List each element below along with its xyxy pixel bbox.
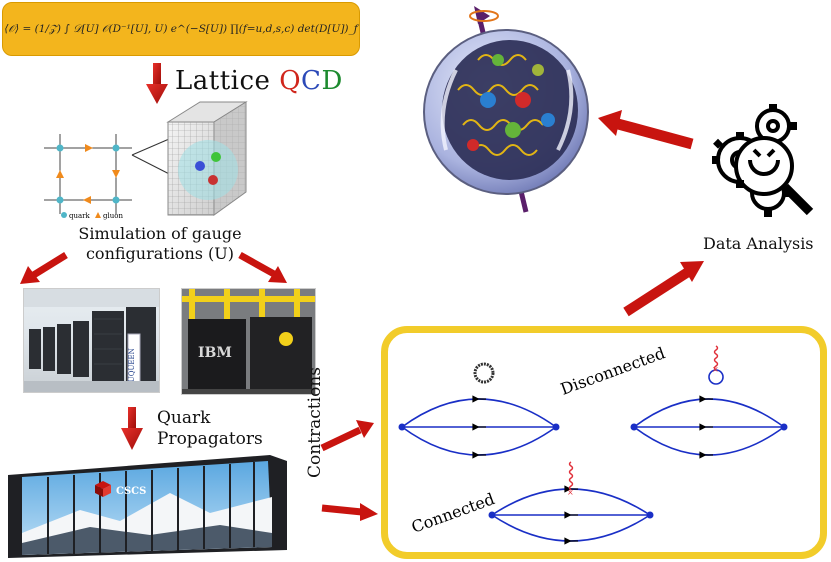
spin-rotation-icon — [469, 10, 499, 22]
arrow-to-connected — [321, 503, 378, 521]
arrow-to-propagators — [121, 407, 143, 450]
title-q: Q — [279, 66, 302, 96]
svg-text:×: × — [712, 365, 719, 374]
lattice-cube — [166, 101, 248, 216]
title-c: C — [301, 66, 322, 96]
contractions-label: Contractions — [305, 367, 325, 478]
simulation-caption-line2: configurations (U) — [85, 244, 235, 263]
title-lattice: Lattice — [175, 66, 280, 96]
lattice-illustration: quark gluon — [44, 101, 248, 220]
data-analysis-label: Data Analysis — [703, 234, 814, 253]
feynman-diagrams: × × Disconnected Connected — [398, 343, 788, 545]
gluon-loop-icon — [473, 362, 495, 384]
lattice-qcd-title: Lattice QCD — [175, 66, 343, 96]
data-analysis-icon — [712, 104, 814, 217]
path-integral-formula: ⟨𝒪⟩ = (1/𝒵) ∫ 𝒟[U] 𝒪(D⁻¹[U], U) e^(−S[U]… — [2, 2, 360, 56]
quark-legend-label: quark — [69, 212, 91, 220]
gluon-legend-icon — [95, 212, 101, 218]
arrow-to-disconnected — [320, 420, 374, 452]
cscs-supercomputer-photo: CSCS — [0, 455, 287, 558]
connected-diagram: × — [488, 461, 654, 545]
quarks — [467, 54, 555, 151]
current-insertion-icon — [713, 345, 719, 371]
ibm-logo-badge — [279, 332, 293, 346]
arrow-to-data-analysis — [623, 261, 704, 317]
juqueen-label: JUQUEEN — [128, 348, 136, 386]
propagators-line2: Propagators — [157, 429, 263, 449]
quark-propagators-caption: Quark Propagators — [157, 408, 263, 450]
connected-current-insertion-icon — [568, 461, 574, 491]
propagators-line1: Quark — [157, 408, 211, 428]
title-d: D — [321, 66, 343, 96]
svg-text:×: × — [567, 488, 574, 497]
simulation-caption: Simulation of gauge configurations (U) — [60, 224, 260, 264]
arrow-formula-to-lattice — [146, 63, 168, 104]
disconnected-diagram-right: × — [630, 345, 788, 459]
contractions-box — [381, 326, 827, 559]
simulation-caption-line1: Simulation of gauge — [78, 224, 242, 243]
gluon-springs — [457, 54, 544, 156]
cscs-label: CSCS — [116, 486, 146, 497]
ibm-label: IBM — [198, 345, 232, 361]
disconnected-label: Disconnected — [558, 343, 668, 398]
juqueen-supercomputer-photo: JUQUEEN — [23, 288, 160, 393]
connected-label: Connected — [409, 489, 497, 537]
lattice-plaquette — [44, 134, 132, 214]
proton-illustration — [423, 6, 589, 213]
ibm-supercomputer-photo: IBM — [181, 288, 316, 395]
disconnected-diagram-left — [398, 362, 560, 459]
quark-legend-icon — [61, 212, 67, 218]
gluon-legend-label: gluon — [103, 212, 123, 220]
arrow-to-proton — [598, 110, 694, 150]
cscs-logo-icon — [95, 481, 111, 497]
